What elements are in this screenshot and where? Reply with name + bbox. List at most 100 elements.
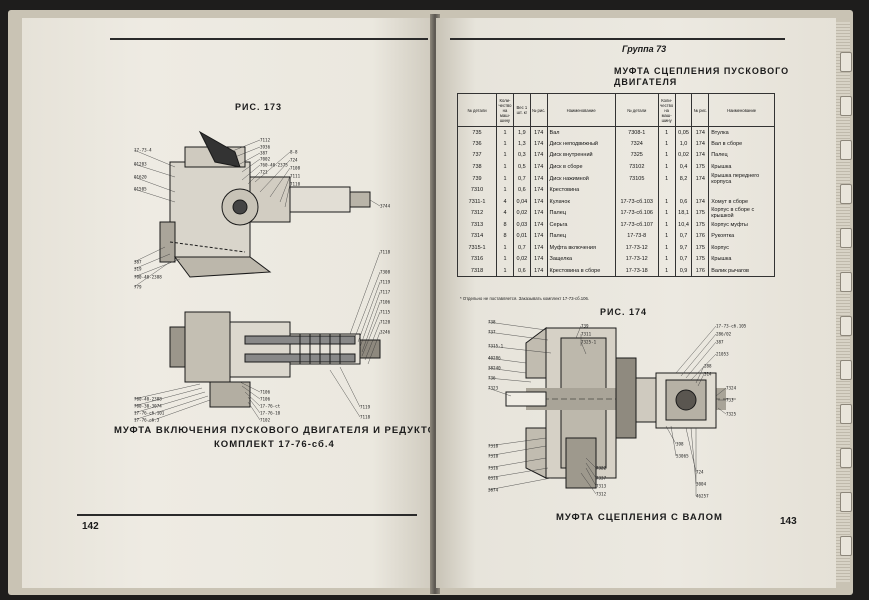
leader-line bbox=[665, 425, 677, 445]
table-cell: 174 bbox=[529, 207, 548, 220]
callout-label: 7110 bbox=[290, 182, 301, 187]
callout-label: 7313 bbox=[596, 484, 607, 489]
callout-label: 7115 bbox=[380, 310, 391, 315]
table-cell: Корпус bbox=[708, 242, 775, 254]
table-cell: 0,7 bbox=[674, 253, 693, 265]
table-footnote: * Отдельно не поставляется. Заказывать к… bbox=[460, 296, 590, 301]
leader-line bbox=[585, 457, 597, 469]
leader-line bbox=[147, 399, 211, 422]
callout-label: 01505 bbox=[134, 187, 147, 192]
table-cell: Крышка переднего корпуса bbox=[708, 172, 775, 185]
callout-label: 286/02 bbox=[716, 332, 732, 337]
table-cell: Диск неподвижный bbox=[546, 138, 616, 150]
callout-label: 7324 bbox=[726, 386, 737, 391]
callout-label: 3874 bbox=[488, 488, 499, 493]
callout-label: 17-76-ct bbox=[260, 404, 281, 409]
table-cell: 0,7 bbox=[674, 230, 693, 243]
table-cell: Диск в сборе bbox=[546, 161, 616, 173]
leader-line bbox=[367, 331, 381, 365]
table-cell: Крестовина bbox=[546, 184, 616, 196]
table-cell: 1 bbox=[657, 219, 676, 231]
table-cell: 17-73-сб.106 bbox=[614, 207, 659, 220]
callout-label: 387 bbox=[716, 340, 724, 345]
callout-label: 779 bbox=[134, 285, 142, 290]
table-cell: 1 bbox=[657, 230, 676, 243]
callout-label: 17-73-4 bbox=[134, 148, 152, 153]
table-cell: 735 bbox=[456, 126, 498, 139]
table-cell: 174 bbox=[529, 230, 548, 243]
table-cell: 7318 bbox=[456, 264, 498, 278]
leader-line bbox=[364, 321, 381, 361]
index-tab bbox=[840, 492, 852, 512]
table-cell: 1 bbox=[496, 126, 514, 139]
leader-line bbox=[133, 258, 181, 278]
leader-line bbox=[269, 167, 291, 198]
table-cell: 0,02 bbox=[512, 207, 531, 220]
table-cell: 7314 bbox=[456, 230, 498, 243]
index-tab bbox=[840, 316, 852, 336]
leader-line bbox=[487, 457, 547, 469]
column-header: № детали bbox=[614, 93, 659, 127]
index-tab bbox=[840, 96, 852, 116]
leader-line bbox=[695, 365, 705, 384]
table-cell: 9,7 bbox=[674, 242, 693, 254]
table-cell: 1 bbox=[657, 172, 676, 185]
column-header: Наименование bbox=[546, 93, 616, 127]
callout-label: 733 bbox=[726, 398, 734, 403]
table-cell: 0,9 bbox=[674, 264, 693, 278]
leader-line bbox=[487, 437, 547, 447]
table-cell: 0,4 bbox=[674, 161, 693, 173]
table-cell: 1,3 bbox=[512, 138, 531, 150]
table-cell: 17-73-12 bbox=[614, 253, 659, 265]
table-cell: Вал в сборе bbox=[708, 138, 775, 150]
table-cell: 1 bbox=[657, 149, 676, 162]
table-cell: 174 bbox=[691, 149, 710, 162]
table-cell: Валик рычагов bbox=[708, 264, 775, 278]
callout-label: 387 bbox=[134, 260, 142, 265]
table-cell: 174 bbox=[529, 184, 548, 196]
table-cell: 739 bbox=[456, 172, 498, 185]
callout-label: 7119 bbox=[360, 405, 371, 410]
table-cell: 7311-1 bbox=[456, 195, 498, 208]
callout-label: 7117 bbox=[380, 290, 391, 295]
index-tab bbox=[840, 360, 852, 380]
leader-line bbox=[241, 164, 261, 181]
table-cell: Вал bbox=[546, 126, 616, 139]
table-cell: 7312 bbox=[456, 207, 498, 220]
table-cell: 1 bbox=[496, 138, 514, 150]
table-cell: Крышка bbox=[708, 161, 775, 173]
callout-label: 7102 bbox=[260, 418, 271, 423]
table-cell: 0,6 bbox=[512, 184, 531, 196]
table-cell: Палец bbox=[546, 230, 616, 243]
figure-173-label: РИС. 173 bbox=[235, 102, 282, 112]
top-rule bbox=[110, 38, 428, 40]
index-tab bbox=[840, 140, 852, 160]
callout-label: 7325 bbox=[726, 412, 737, 417]
table-cell: 174 bbox=[529, 242, 548, 254]
leader-line bbox=[349, 251, 381, 335]
table-cell: 0,04 bbox=[512, 195, 531, 208]
page-number-right: 143 bbox=[780, 516, 797, 527]
callout-label: 7311 bbox=[581, 332, 592, 337]
index-tab bbox=[840, 52, 852, 72]
callout-label: 7112 bbox=[260, 138, 271, 143]
callout-label: 17-76-сб.3 bbox=[134, 418, 160, 423]
callout-label: 737 bbox=[488, 330, 496, 335]
table-cell: Палец bbox=[708, 149, 775, 162]
leader-line bbox=[247, 396, 261, 414]
table-cell: 1 bbox=[496, 242, 514, 254]
table-cell: 1 bbox=[496, 184, 514, 196]
table-cell: Корпус в сборе с крышкой bbox=[708, 207, 775, 220]
left-page: РИС. 173 bbox=[22, 18, 500, 588]
table-cell: Втулка bbox=[708, 126, 775, 139]
table-cell: Рукоятка bbox=[708, 230, 775, 243]
leader-line bbox=[487, 357, 527, 364]
table-cell: 0,7 bbox=[512, 172, 531, 185]
callout-label: 7118 bbox=[380, 250, 391, 255]
leader-line bbox=[241, 158, 261, 173]
